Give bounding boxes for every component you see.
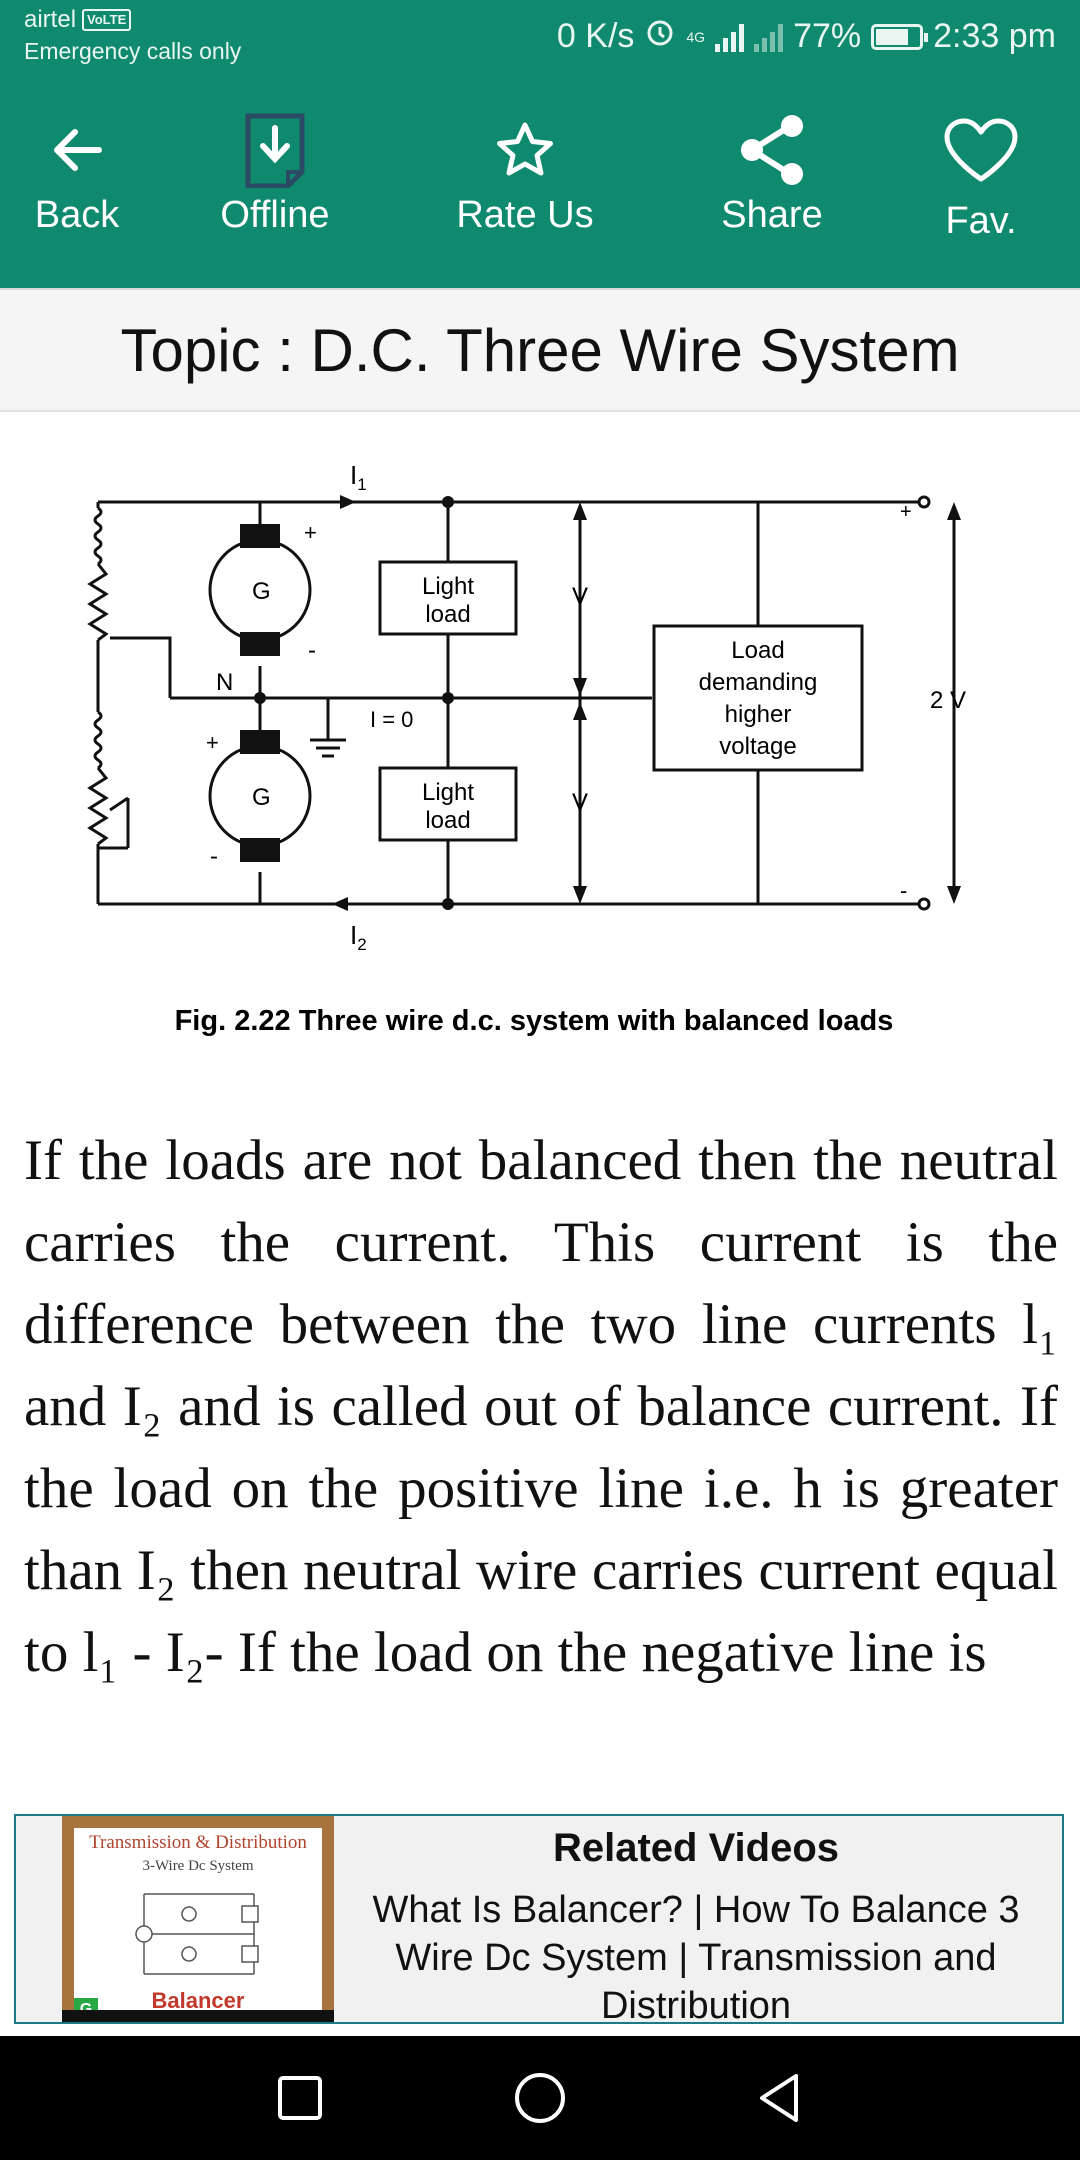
rate-us-button[interactable]: Rate Us	[440, 72, 610, 288]
share-icon	[732, 110, 812, 190]
thumbnail-title: Transmission & Distribution	[89, 1832, 307, 1853]
thumbnail-circuit-icon	[135, 1893, 259, 1975]
label-v-bottom: V	[572, 789, 588, 816]
label-v-top: V	[572, 583, 588, 610]
star-icon	[485, 110, 565, 190]
light-load-bottom-line1: Light	[422, 779, 474, 806]
related-video-title[interactable]: What Is Balancer? | How To Balance 3 Wir…	[372, 1889, 1020, 2024]
share-label: Share	[721, 194, 823, 236]
clock: 2:33 pm	[933, 17, 1056, 55]
label-plus-terminal: +	[900, 501, 912, 523]
share-button[interactable]: Share	[700, 72, 844, 288]
favorite-label: Fav.	[945, 200, 1017, 242]
navigation-bar	[0, 2036, 1080, 2160]
alarm-icon	[644, 16, 676, 57]
label-generator-bottom: G	[252, 784, 271, 811]
label-minus-top: -	[308, 637, 316, 664]
favorite-button[interactable]: Fav.	[926, 72, 1036, 288]
label-minus-bottom: -	[210, 843, 218, 870]
square-icon	[278, 2076, 322, 2120]
thumbnail-frame: Transmission & Distribution 3-Wire Dc Sy…	[74, 1828, 322, 2022]
circuit-figure: I1 I2 G G N + - + - + - Light load Light…	[70, 440, 1010, 1060]
carrier-name: airtel	[24, 6, 77, 33]
back-button[interactable]: Back	[14, 72, 140, 288]
signal-icon	[715, 22, 745, 52]
rate-us-label: Rate Us	[456, 194, 594, 236]
thumbnail-subtitle: 3-Wire Dc System	[142, 1858, 254, 1874]
back-arrow-icon	[37, 110, 117, 190]
label-i1: I1	[350, 460, 367, 494]
big-load-line2: demanding	[699, 669, 818, 696]
video-thumbnail[interactable]: Transmission & Distribution 3-Wire Dc Sy…	[62, 1816, 334, 2022]
page-title: Topic : D.C. Three Wire System	[120, 316, 960, 384]
back-nav-button[interactable]	[750, 2068, 810, 2128]
label-2v: 2 V	[930, 687, 966, 714]
light-load-top-line1: Light	[422, 573, 474, 600]
status-bar: airtel VoLTE Emergency calls only 0 K/s …	[0, 0, 1080, 72]
figure-caption: Fig. 2.22 Three wire d.c. system with ba…	[175, 1005, 894, 1037]
circle-icon	[515, 2073, 565, 2123]
status-right: 0 K/s 4G 77% 2:33 pm	[557, 16, 1056, 57]
network-type: 4G	[686, 28, 706, 45]
label-i2: I2	[350, 920, 367, 954]
battery-icon	[871, 23, 929, 50]
volte-badge: VoLTE	[82, 9, 132, 31]
download-document-icon	[235, 110, 315, 190]
toolbar: Back Offline Rate Us Share Fav.	[0, 72, 1080, 288]
thumbnail-caption: Balancer	[151, 1988, 245, 2013]
emergency-text: Emergency calls only	[24, 38, 242, 64]
home-button[interactable]	[510, 2068, 570, 2128]
article-body: If the loads are not balanced then the n…	[24, 1129, 1058, 1684]
carrier: airtel VoLTE	[24, 6, 241, 34]
light-load-bottom-line2: load	[425, 807, 470, 834]
big-load-line1: Load	[731, 637, 784, 664]
recents-button[interactable]	[270, 2068, 330, 2128]
heart-icon	[941, 110, 1021, 190]
label-generator-top: G	[252, 578, 271, 605]
label-plus-top: +	[304, 520, 317, 545]
offline-button[interactable]: Offline	[205, 72, 345, 288]
label-i-zero: I = 0	[370, 707, 413, 732]
big-load-line4: voltage	[719, 733, 796, 760]
circuit-diagram: I1 I2 G G N + - + - + - Light load Light…	[87, 460, 966, 1037]
back-label: Back	[34, 194, 120, 236]
offline-label: Offline	[220, 194, 330, 236]
triangle-back-icon	[760, 2074, 798, 2122]
related-videos-heading: Related Videos	[552, 1826, 840, 1870]
signal-sim2-icon	[754, 22, 784, 52]
light-load-top-line2: load	[425, 601, 470, 628]
battery-percent: 77%	[793, 17, 862, 55]
topic-header: Topic : D.C. Three Wire System	[0, 288, 1080, 412]
label-neutral: N	[216, 669, 233, 696]
label-minus-terminal: -	[900, 878, 907, 903]
status-left: airtel VoLTE Emergency calls only	[24, 6, 241, 65]
network-speed: 0 K/s	[556, 17, 635, 55]
related-videos-card[interactable]: Transmission & Distribution 3-Wire Dc Sy…	[14, 1814, 1064, 2024]
label-plus-bottom: +	[206, 730, 219, 755]
big-load-line3: higher	[725, 701, 792, 728]
thumbnail-bottom-bar	[62, 2010, 334, 2022]
